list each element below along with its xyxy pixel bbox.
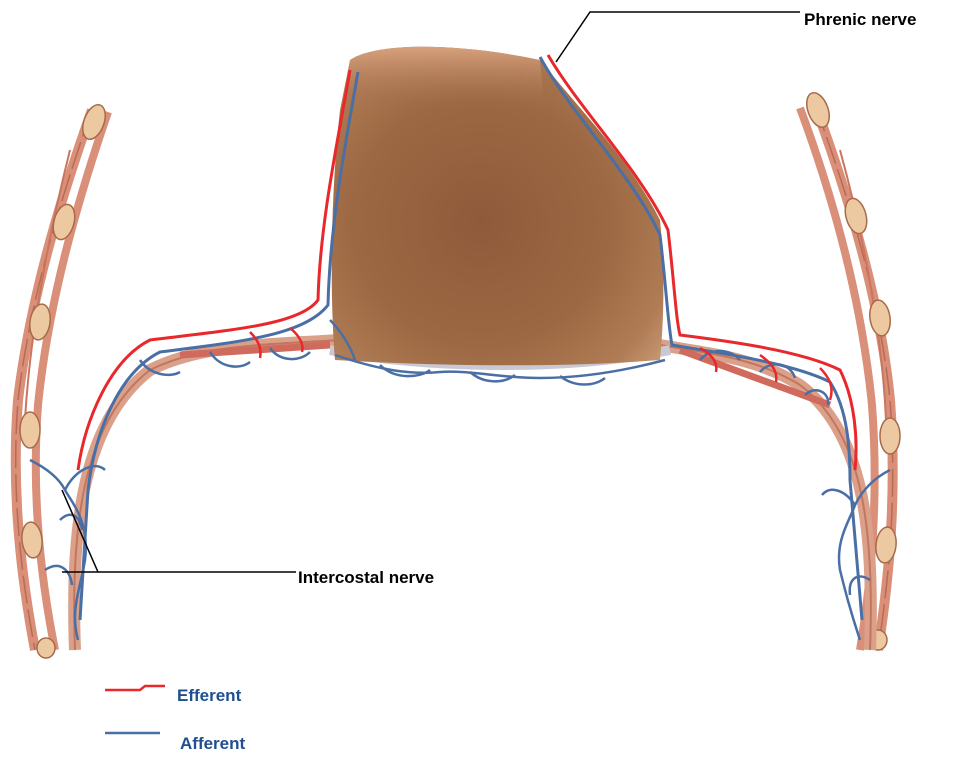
legend-efferent-label: Efferent — [177, 686, 241, 706]
left-chest-wall — [16, 102, 110, 658]
phrenic-nerve-label: Phrenic nerve — [804, 10, 916, 30]
diaphragm — [74, 340, 871, 650]
afferent-branches — [30, 348, 890, 640]
legend — [105, 686, 165, 733]
right-chest-wall — [800, 90, 900, 650]
phrenic-leader-line — [556, 12, 800, 62]
intercostal-nerve-label: Intercostal nerve — [298, 568, 434, 588]
intercostal-leader-line — [62, 490, 296, 572]
heart — [332, 47, 664, 365]
legend-afferent-label: Afferent — [180, 734, 245, 754]
efferent-swatch — [105, 686, 165, 690]
